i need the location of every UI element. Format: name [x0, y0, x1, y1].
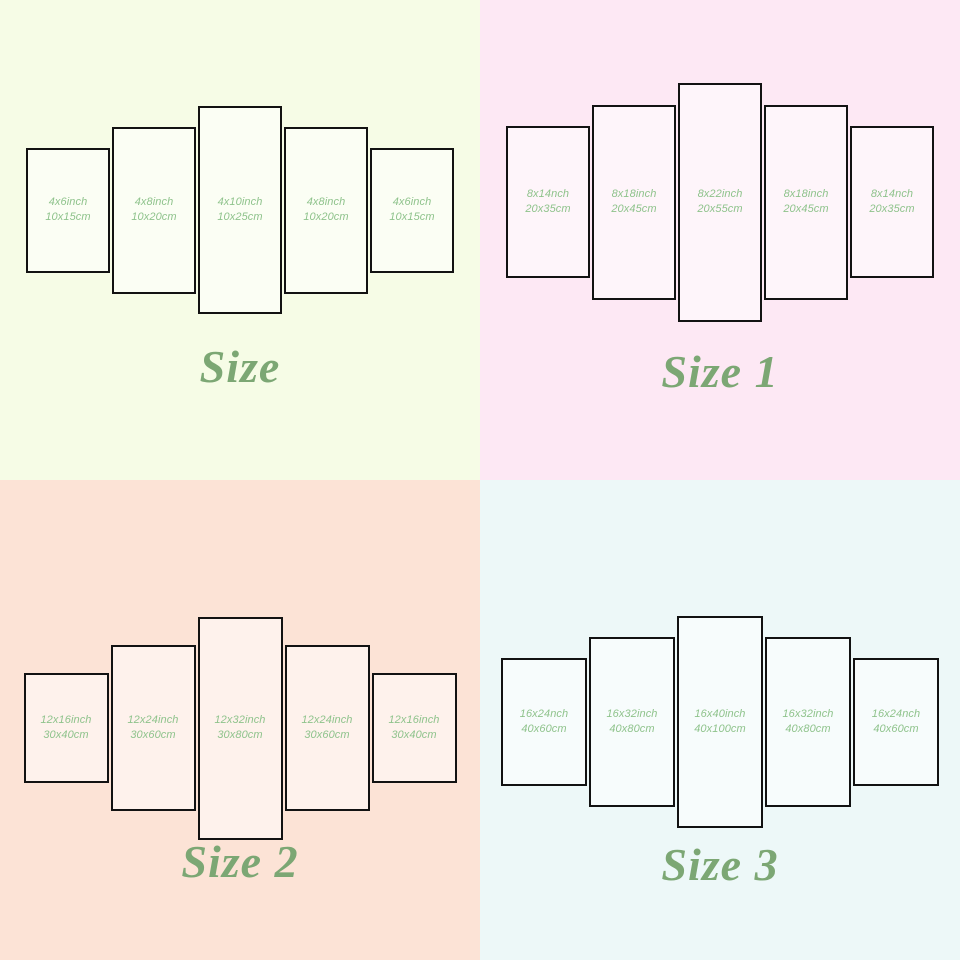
canvas-panel[interactable]: 12x24inch 30x60cm [110, 645, 196, 811]
panel-size-inch: 4x6inch [48, 196, 88, 209]
canvas-panel[interactable]: 12x24inch 30x60cm [284, 645, 370, 811]
panel-size-label: 4x10inch 10x25cm [217, 195, 262, 225]
panel-size-inch: 12x16inch [388, 714, 440, 727]
panel-size-inch: 8x18inch [611, 188, 657, 201]
panel-size-inch: 12x16inch [40, 714, 92, 727]
panel-size-cm: 30x60cm [304, 729, 350, 741]
panel-size-cm: 30x60cm [130, 729, 176, 741]
panel-size-label: 12x24inch 30x60cm [301, 713, 352, 743]
panel-size-cm: 40x100cm [694, 723, 746, 735]
quadrant-size-1: 8x14nch 20x35cm 8x18inch 20x45cm 8x22inch 20x… [480, 0, 960, 480]
panel-size-inch: 4x10inch [217, 196, 263, 209]
panel-size-inch: 8x14nch [526, 188, 570, 201]
panel-size-label: 12x16inch 30x40cm [40, 713, 91, 743]
panel-size-label: 12x32inch 30x80cm [214, 713, 265, 743]
panel-size-label: 16x40inch 40x100cm [694, 707, 746, 737]
panel-group-size-2: 12x16inch 30x40cm 12x24inch 30x60cm 12x32inc… [0, 548, 480, 908]
canvas-panel[interactable]: 4x8inch 10x20cm [112, 126, 196, 294]
quadrant-title-size-1: Size 1 [661, 346, 779, 397]
panel-size-inch: 16x40inch [694, 708, 746, 721]
canvas-panel[interactable]: 8x22inch 20x55cm [678, 82, 762, 322]
panel-group-size: 4x6inch 10x15cm 4x8inch 10x20cm 4x10inch 10x2… [0, 30, 480, 390]
panel-size-cm: 20x35cm [525, 203, 571, 215]
panel-size-inch: 8x22inch [697, 188, 743, 201]
canvas-panel[interactable]: 8x14nch 20x35cm [506, 126, 590, 278]
canvas-panel[interactable]: 12x16inch 30x40cm [371, 673, 457, 783]
panel-size-label: 8x18inch 20x45cm [783, 187, 828, 217]
panel-size-label: 16x24nch 40x60cm [520, 707, 569, 737]
panel-size-label: 4x8inch 10x20cm [131, 195, 176, 225]
canvas-panel[interactable]: 16x32inch 40x80cm [765, 637, 851, 807]
panel-size-cm: 40x80cm [785, 723, 831, 735]
quadrant-size-2: 12x16inch 30x40cm 12x24inch 30x60cm 12x32inc… [0, 480, 480, 960]
canvas-panel[interactable]: 16x32inch 40x80cm [589, 637, 675, 807]
panel-size-label: 4x8inch 10x20cm [303, 195, 348, 225]
panel-size-label: 12x16inch 30x40cm [388, 713, 439, 743]
canvas-panel[interactable]: 8x14nch 20x35cm [850, 126, 934, 278]
panel-size-cm: 30x80cm [217, 729, 263, 741]
panel-size-cm: 10x20cm [303, 211, 349, 223]
panel-size-cm: 20x45cm [783, 203, 829, 215]
canvas-panel[interactable]: 16x24nch 40x60cm [853, 658, 939, 786]
panel-size-inch: 8x14nch [870, 188, 914, 201]
panel-size-label: 12x24inch 30x60cm [127, 713, 178, 743]
canvas-panel[interactable]: 4x10inch 10x25cm [198, 106, 282, 314]
panel-size-label: 8x14nch 20x35cm [869, 187, 914, 217]
panel-size-cm: 30x40cm [43, 729, 89, 741]
canvas-panel[interactable]: 16x24nch 40x60cm [501, 658, 587, 786]
panel-size-inch: 8x18inch [783, 188, 829, 201]
panel-size-inch: 16x24nch [871, 708, 921, 721]
canvas-panel[interactable]: 4x6inch 10x15cm [370, 147, 454, 273]
panel-size-label: 16x32inch 40x80cm [782, 707, 833, 737]
canvas-panel[interactable]: 8x18inch 20x45cm [764, 104, 848, 300]
panel-size-cm: 10x25cm [217, 211, 263, 223]
panel-size-cm: 40x60cm [873, 723, 919, 735]
panel-size-label: 16x32inch 40x80cm [606, 707, 657, 737]
canvas-panel[interactable]: 4x8inch 10x20cm [284, 126, 368, 294]
panel-size-cm: 20x45cm [611, 203, 657, 215]
canvas-panel[interactable]: 16x40inch 40x100cm [677, 616, 763, 828]
panel-size-label: 16x24nch 40x60cm [872, 707, 921, 737]
panel-size-cm: 20x35cm [869, 203, 915, 215]
canvas-panel[interactable]: 12x32inch 30x80cm [197, 616, 283, 840]
canvas-panel[interactable]: 12x16inch 30x40cm [23, 673, 109, 783]
panel-size-label: 8x22inch 20x55cm [697, 187, 742, 217]
panel-group-size-3: 16x24nch 40x60cm 16x32inch 40x80cm 16x40inch… [480, 542, 960, 902]
panel-size-inch: 12x24inch [301, 714, 353, 727]
panel-size-inch: 12x24inch [127, 714, 179, 727]
quadrant-size: 4x6inch 10x15cm 4x8inch 10x20cm 4x10inch 10x2… [0, 0, 480, 480]
panel-size-cm: 10x20cm [131, 211, 177, 223]
panel-size-cm: 10x15cm [389, 211, 435, 223]
quadrant-size-3: 16x24nch 40x60cm 16x32inch 40x80cm 16x40inch… [480, 480, 960, 960]
panel-size-cm: 30x40cm [391, 729, 437, 741]
panel-size-cm: 40x80cm [609, 723, 655, 735]
quadrant-title-size: Size [199, 341, 281, 392]
panel-size-inch: 16x32inch [782, 708, 834, 721]
panel-size-cm: 10x15cm [45, 211, 91, 223]
quadrant-title-size-2: Size 2 [181, 836, 299, 887]
panel-size-label: 4x6inch 10x15cm [389, 195, 434, 225]
panel-size-inch: 16x32inch [606, 708, 658, 721]
panel-size-inch: 16x24nch [519, 708, 569, 721]
panel-size-label: 8x14nch 20x35cm [525, 187, 570, 217]
panel-size-inch: 12x32inch [214, 714, 266, 727]
panel-size-label: 8x18inch 20x45cm [611, 187, 656, 217]
panel-size-inch: 4x6inch [392, 196, 432, 209]
panel-size-cm: 40x60cm [521, 723, 567, 735]
panel-size-inch: 4x8inch [306, 196, 346, 209]
panel-size-cm: 20x55cm [697, 203, 743, 215]
canvas-panel[interactable]: 4x6inch 10x15cm [26, 147, 110, 273]
panel-group-size-1: 8x14nch 20x35cm 8x18inch 20x45cm 8x22inch 20x… [480, 22, 960, 382]
panel-size-label: 4x6inch 10x15cm [45, 195, 90, 225]
canvas-panel[interactable]: 8x18inch 20x45cm [592, 104, 676, 300]
quadrant-title-size-3: Size 3 [661, 839, 779, 890]
panel-size-inch: 4x8inch [134, 196, 174, 209]
